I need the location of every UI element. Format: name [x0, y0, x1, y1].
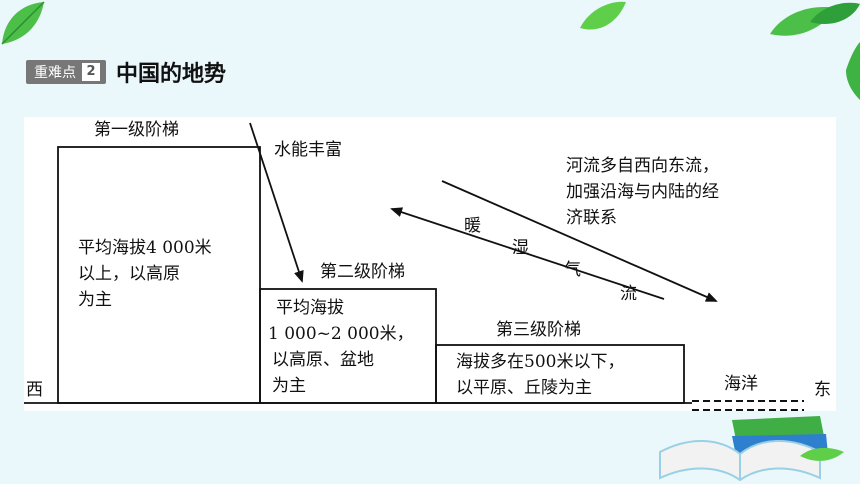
step3-desc-line1: 海拔多在500米以下， [456, 352, 624, 372]
step2-label: 第二级阶梯 [320, 262, 405, 282]
step2-desc-line1: 平均海拔 [276, 298, 344, 318]
page-title: 中国的地势 [116, 62, 227, 87]
ocean-label: 海洋 [724, 374, 758, 394]
river-flow-arrow [441, 180, 718, 302]
step1-desc-line3: 为主 [78, 290, 112, 310]
rivers-desc-line2: 加强沿海与内陆的经 [566, 182, 719, 202]
leaf-decoration-top-right-icon [580, 1, 860, 100]
books-decoration-icon [659, 416, 844, 482]
airflow-char-4: 流 [620, 284, 637, 304]
rivers-desc-line3: 济联系 [566, 208, 617, 228]
key-point-badge: 重难点 2 [26, 60, 106, 84]
badge-text: 重难点 [34, 65, 76, 81]
step2-desc-line3: 以高原、盆地 [272, 350, 374, 370]
step1-desc-line2: 以上，以高原 [78, 264, 180, 284]
badge-number: 2 [82, 63, 100, 81]
section-header: 重难点 2 中国的地势 [26, 58, 227, 87]
step1-desc-line1: 平均海拔4 000米 [78, 238, 212, 258]
airflow-char-1: 暖 [464, 216, 481, 236]
leaf-decoration-top-left-icon [1, 1, 45, 45]
step3-label: 第三级阶梯 [496, 320, 581, 340]
terrain-diagram: 第一级阶梯 水能丰富 平均海拔4 000米 以上，以高原 为主 第二级阶梯 平均… [24, 117, 836, 411]
airflow-char-3: 气 [564, 260, 581, 280]
airflow-char-2: 湿 [512, 238, 529, 258]
hydropower-label: 水能丰富 [274, 140, 342, 160]
step2-desc-line4: 为主 [272, 376, 306, 396]
airflow-arrow [390, 207, 665, 300]
step2-desc-line2: 1 000~2 000米， [268, 324, 414, 344]
rivers-desc-line1: 河流多自西向东流， [566, 156, 719, 176]
step1-label: 第一级阶梯 [94, 120, 179, 140]
step3-desc-line2: 以平原、丘陵为主 [456, 378, 592, 398]
hydropower-arrow [249, 122, 304, 283]
west-label: 西 [26, 380, 43, 400]
east-label: 东 [814, 380, 831, 400]
